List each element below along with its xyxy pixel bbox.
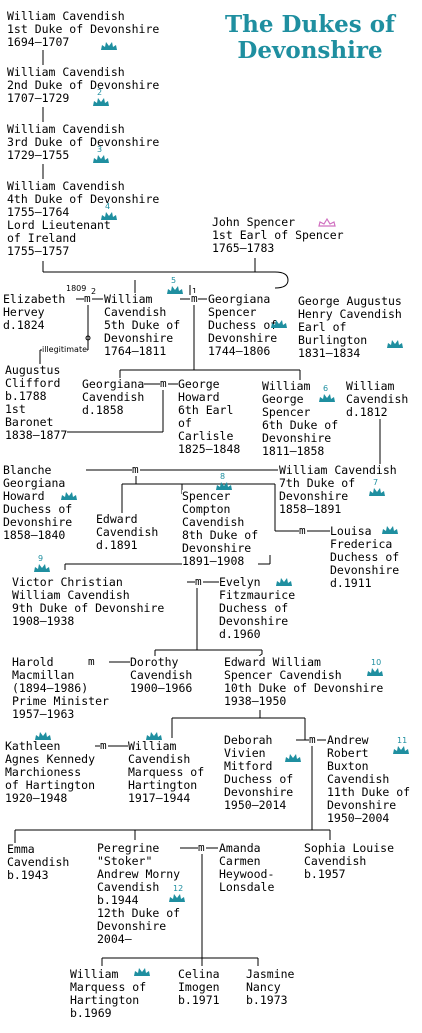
year-note: 1809 [66, 284, 87, 293]
person-william-cavendish-3rd-duke: William Cavendish 3rd Duke of Devonshire… [7, 122, 160, 162]
person-jasmine-nancy: Jasmine Nancy b.1973 [246, 967, 295, 1007]
person-elizabeth-hervey: Elizabeth Hervey d.1824 [3, 292, 66, 332]
person-amanda-carmen: Amanda Carmen Heywood- Lonsdale [219, 841, 275, 894]
person-louisa-frederica: Louisa Frederica Duchess of Devonshire d… [330, 524, 400, 590]
coronet-icon [275, 572, 295, 588]
person-emma-cavendish: Emma Cavendish b.1943 [7, 842, 70, 882]
order-note: 2 [91, 287, 97, 296]
order-note: 1 [192, 287, 198, 296]
coronet-icon [284, 748, 304, 764]
person-spencer-compton-cavendish-8th-duke: Spencer Compton Cavendish 8th Duke of De… [182, 489, 259, 568]
person-william-cavendish-2nd-duke: William Cavendish 2nd Duke of Devonshire… [7, 65, 160, 105]
person-andrew-robert-11th-duke: Andrew Robert Buxton Cavendish 11th Duke… [327, 733, 411, 825]
coronet-icon: 6 [318, 385, 338, 404]
coronet-icon: 11 [392, 737, 412, 756]
marriage-symbol: m [191, 292, 198, 305]
coronet-icon: 3 [92, 146, 112, 165]
illegitimate-note: illegitimate [42, 345, 88, 354]
coronet-icon: 5 [166, 277, 186, 296]
person-edward-william-10th-duke: Edward William Spencer Cavendish 10th Du… [224, 655, 384, 708]
marriage-symbol: m [160, 377, 167, 390]
coronet-icon: 9 [33, 555, 53, 574]
marriage-symbol: m [84, 292, 91, 305]
coronet-icon [133, 962, 153, 978]
marriage-symbol: m [309, 733, 316, 746]
person-george-augustus-cavendish: George Augustus Henry Cavendish Earl of … [298, 294, 402, 360]
coronet-icon: 10 [366, 659, 386, 678]
person-william-cavendish-marquess: William Cavendish Marquess of Hartington… [128, 739, 205, 805]
coronet-icon [145, 726, 165, 742]
person-william-george-spencer-6th-duke: William George Spencer 6th Duke of Devon… [262, 379, 339, 458]
coronet-icon [381, 520, 401, 536]
page-title: The Dukes of Devonshire [225, 11, 395, 64]
marriage-symbol: m [100, 739, 107, 752]
coronet-icon [100, 36, 120, 52]
coronet-icon: 4 [100, 203, 120, 222]
person-victor-christian-9th-duke: Victor Christian William Cavendish 9th D… [12, 575, 165, 628]
coronet-icon [270, 314, 290, 330]
person-william-marquess-b1969: William Marquess of Hartington b.1969 [70, 967, 147, 1020]
person-william-cavendish-1st-duke: William Cavendish 1st Duke of Devonshire… [7, 9, 160, 49]
marriage-symbol: m [198, 841, 205, 854]
person-peregrine-12th-duke: Peregrine "Stoker" Andrew Morny Cavendis… [97, 841, 181, 946]
person-evelyn-fitzmaurice: Evelyn Fitzmaurice Duchess of Devonshire… [219, 575, 296, 641]
person-georgiana-spencer: Georgiana Spencer Duchess of Devonshire … [208, 292, 278, 358]
coronet-icon [60, 486, 80, 502]
coronet-icon: 2 [92, 89, 112, 108]
person-william-cavendish-4th-duke: William Cavendish 4th Duke of Devonshire… [7, 179, 160, 258]
person-dorothy-cavendish: Dorothy Cavendish 1900–1966 [130, 655, 193, 695]
marriage-symbol: m [299, 524, 306, 537]
person-william-cavendish-d1812: William Cavendish d.1812 [346, 379, 409, 419]
earl-coronet-icon [318, 212, 338, 228]
person-celina-imogen: Celina Imogen b.1971 [178, 967, 220, 1007]
person-blanche-georgiana-howard: Blanche Georgiana Howard Duchess of Devo… [3, 463, 73, 542]
person-william-cavendish-5th-duke: William Cavendish 5th Duke of Devonshire… [104, 292, 181, 358]
coronet-icon [386, 334, 406, 350]
marriage-symbol: m [132, 463, 139, 476]
person-edward-cavendish-d1891: Edward Cavendish d.1891 [96, 512, 159, 552]
marriage-symbol: m [195, 575, 202, 588]
coronet-icon: 8 [215, 473, 235, 492]
coronet-icon: 7 [368, 479, 388, 498]
person-sophia-louise-cavendish: Sophia Louise Cavendish b.1957 [304, 841, 395, 881]
marriage-symbol: m [88, 655, 95, 668]
person-george-howard: George Howard 6th Earl of Carlisle 1825–… [178, 377, 241, 456]
coronet-icon [34, 726, 54, 742]
person-deborah-vivien-mitford: Deborah Vivien Mitford Duchess of Devons… [224, 733, 294, 812]
person-augustus-clifford: Augustus Clifford b.1788 1st Baronet 183… [5, 363, 68, 442]
person-william-cavendish-7th-duke: William Cavendish 7th Duke of Devonshire… [279, 463, 397, 516]
coronet-icon: 12 [168, 885, 188, 904]
person-georgiana-cavendish: Georgiana Cavendish d.1858 [82, 377, 145, 417]
person-kathleen-agnes-kennedy: Kathleen Agnes Kennedy Marchioness of Ha… [5, 739, 96, 805]
person-john-spencer: John Spencer 1st Earl of Spencer 1765–17… [212, 215, 344, 255]
